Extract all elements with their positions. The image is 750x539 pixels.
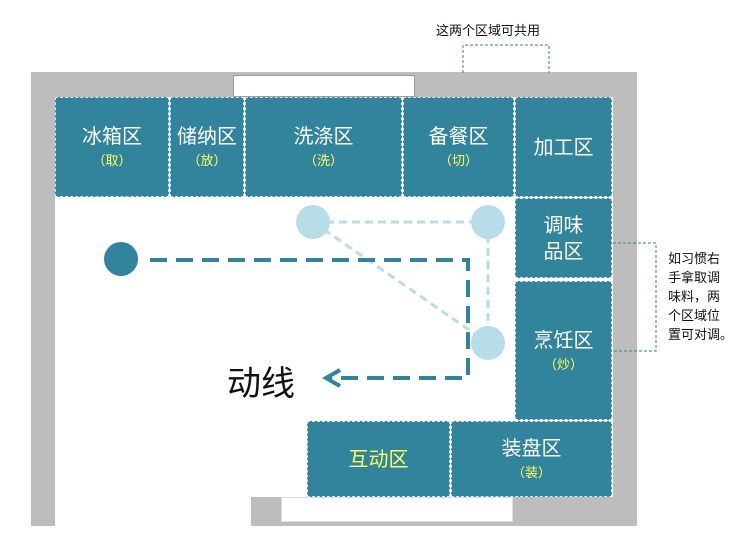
prep-zone-action: （切）	[438, 154, 478, 169]
top-note: 这两个区域可共用	[436, 24, 541, 39]
prep-zone-name: 备餐区	[428, 124, 489, 148]
process-zone-name: 加工区	[533, 135, 594, 159]
prep-zone: 备餐区 （切）	[403, 97, 514, 197]
side-note-line-3: 味料，两	[668, 290, 721, 305]
fridge-zone-name: 冰箱区	[82, 124, 142, 148]
light-node-prep	[471, 205, 505, 239]
cooking-zone-action: （炒）	[543, 357, 583, 373]
storage-zone-action: （放）	[187, 154, 227, 169]
plating-zone-action: （装）	[511, 466, 551, 481]
bottom-wall-left	[31, 497, 55, 526]
storage-zone-name: 储纳区	[177, 124, 237, 148]
storage-zone: 储纳区 （放）	[170, 97, 244, 197]
side-note: 如习惯右 手拿取调 味料，两 个区域位 置可对调。	[668, 250, 744, 345]
washing-zone-name: 洗涤区	[293, 124, 354, 148]
bottom-door-opening	[281, 497, 513, 522]
seasoning-zone-name-line2: 品区	[543, 239, 584, 263]
side-note-line-2: 手拿取调	[668, 271, 721, 286]
washing-zone-action: （洗）	[303, 154, 343, 169]
interact-zone: 互动区	[307, 421, 450, 497]
plating-zone-name: 装盘区	[501, 436, 562, 460]
fridge-zone-action: （取）	[92, 154, 132, 169]
side-note-line-5: 置可对调。	[668, 328, 734, 343]
seasoning-zone: 调味 品区	[515, 198, 612, 278]
cooking-zone-name: 烹饪区	[533, 327, 594, 352]
right-wall	[613, 72, 637, 526]
process-zone: 加工区	[515, 97, 612, 197]
left-wall	[31, 72, 55, 526]
flow-start-node	[104, 242, 138, 276]
light-node-washing	[296, 205, 330, 239]
washing-zone: 洗涤区 （洗）	[245, 97, 402, 197]
flow-arrowhead	[321, 368, 341, 388]
light-node-cooking	[471, 326, 505, 360]
interact-zone-name: 互动区	[348, 447, 409, 471]
side-note-line-1: 如习惯右	[668, 252, 721, 267]
main-flow-path	[150, 258, 470, 380]
cooking-zone: 烹饪区 （炒）	[515, 281, 612, 420]
top-window	[233, 75, 415, 97]
plating-zone: 装盘区 （装）	[451, 421, 612, 497]
light-route-diagonal	[312, 220, 489, 345]
side-note-line-4: 个区域位	[668, 309, 721, 324]
top-note-bracket	[462, 44, 550, 73]
flow-label: 动线	[227, 364, 295, 404]
fridge-zone: 冰箱区 （取）	[55, 97, 169, 197]
side-note-bracket	[613, 242, 657, 352]
seasoning-zone-name-line1: 调味	[543, 213, 584, 237]
